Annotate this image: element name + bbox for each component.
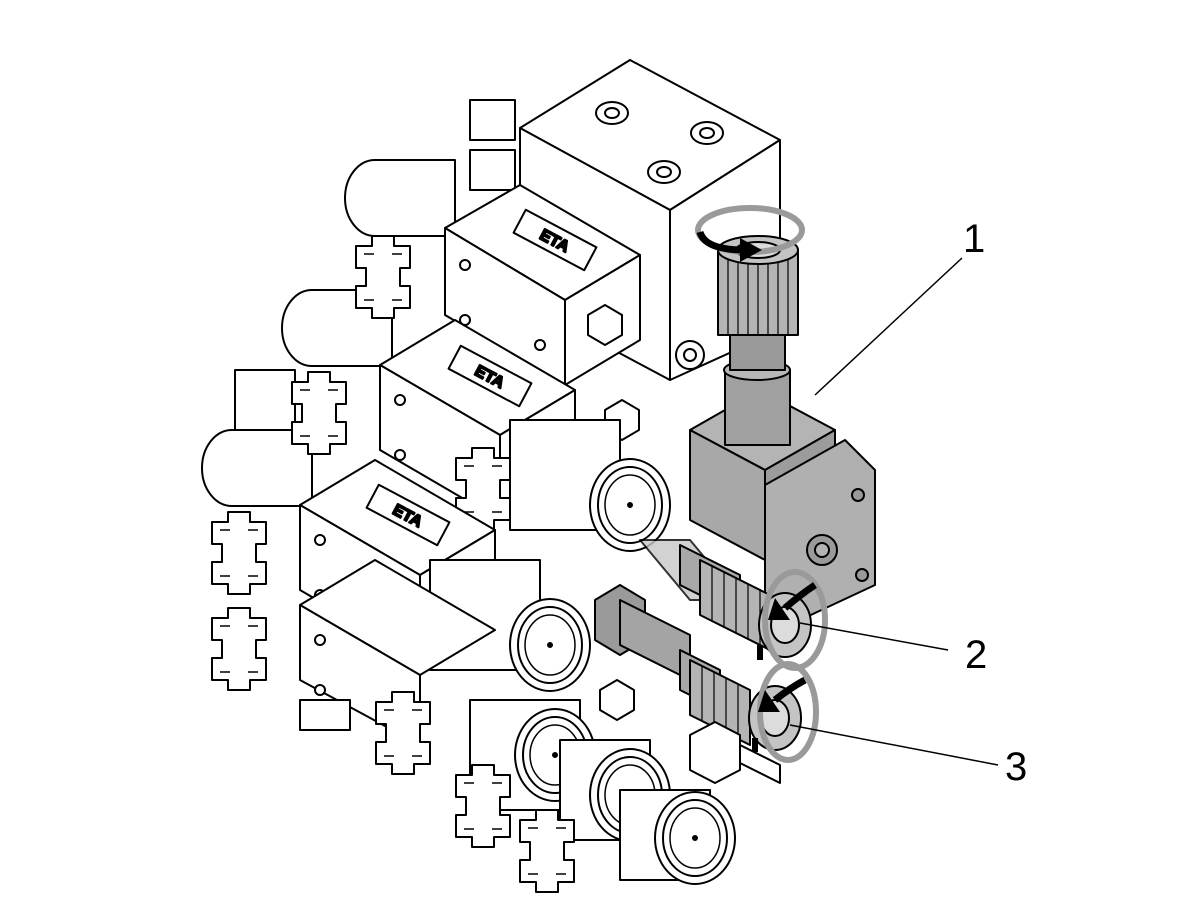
pressure-adjuster-3 [594,584,802,784]
arrow-head-icon [740,238,762,262]
leader-line-1 [814,257,963,396]
valve-stack: ETA ETA [201,59,781,893]
leader-line-2 [799,622,949,651]
pressure-relief-valve-1 [689,235,876,621]
rotation-arrow-3 [752,661,819,763]
callout-label-3: 3 [1005,745,1027,789]
rear-coils [201,159,456,507]
leader-line-3 [789,724,999,766]
valve-module-4 [211,559,635,811]
arrow-head-icon [768,598,790,620]
arrow-head-icon [758,690,780,712]
callout-label-2: 2 [965,633,987,677]
bottom-coils [455,739,736,893]
rotation-arrow-1 [695,205,805,262]
valve-module-2: ETA [291,319,671,552]
pressure-adjuster-2 [639,539,812,658]
callouts: 1 2 3 [789,217,1027,789]
callout-label-1: 1 [963,217,985,261]
valve-module-1: ETA [355,184,641,386]
